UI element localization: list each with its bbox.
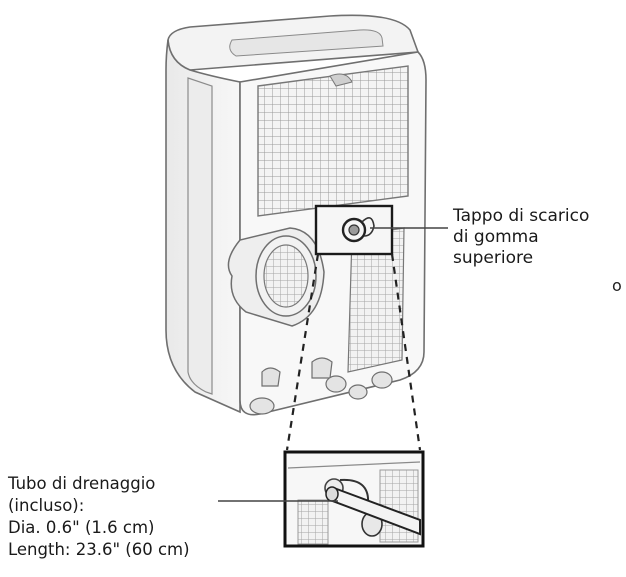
top-label-line-1: Tappo di scarico <box>453 206 590 226</box>
bottom-label-line-2: (incluso): <box>8 496 85 515</box>
drain-hose-zoom-inset <box>283 450 425 548</box>
bottom-label-line-4: Length: 23.6" (60 cm) <box>8 540 190 559</box>
stray-glyph: o <box>612 276 622 295</box>
top-label-line-3: superiore <box>453 248 534 268</box>
top-label-line-2: di gomma <box>453 227 539 247</box>
top-drain-plug-label: Tappo di scarico di gomma superiore <box>453 206 589 269</box>
drain-hose-label: Tubo di drenaggio (incluso): Dia. 0.6" (… <box>8 473 190 561</box>
drain-plug-detail <box>314 204 394 256</box>
zoom-projection-lines <box>285 253 422 451</box>
bottom-label-line-1: Tubo di drenaggio <box>8 474 156 493</box>
bottom-label-line-3: Dia. 0.6" (1.6 cm) <box>8 518 155 537</box>
